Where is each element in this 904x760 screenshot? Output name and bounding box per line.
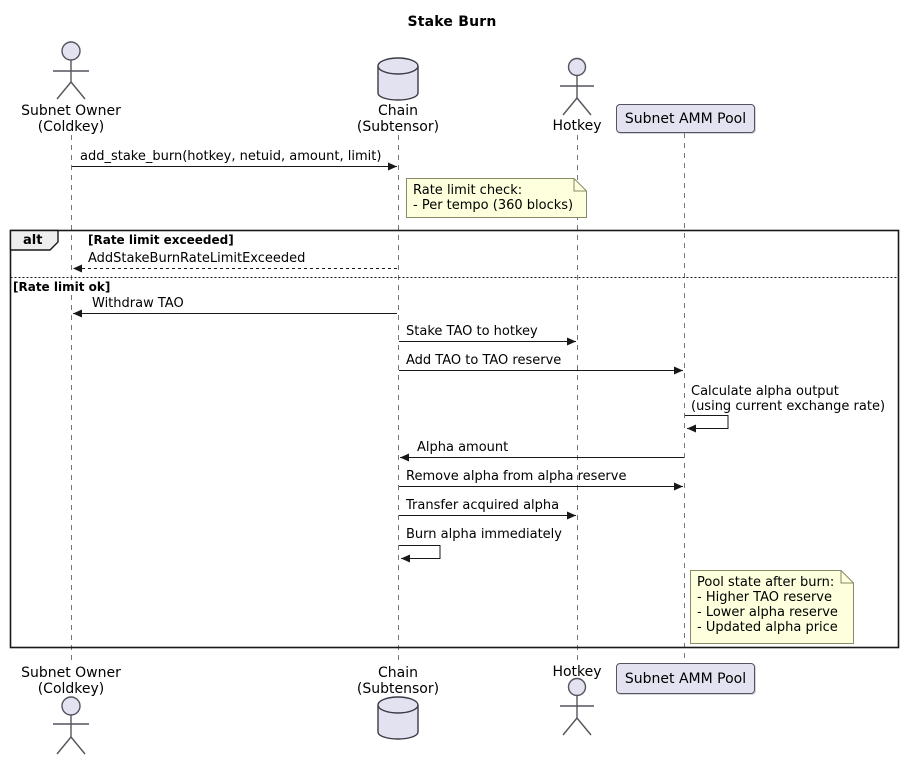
note-pool-state-text: Pool state after burn: - Higher TAO rese…	[697, 575, 838, 635]
participant-name: Chain	[378, 665, 418, 681]
message-arrows	[72, 162, 729, 563]
actor-icon-subnet-owner-top	[53, 41, 89, 100]
message-stake-tao: Stake TAO to hotkey	[406, 324, 538, 339]
participant-name: Subnet AMM Pool	[624, 670, 747, 687]
participant-name: Hotkey	[552, 664, 602, 680]
note-rate-limit-text: Rate limit check: - Per tempo (360 block…	[413, 183, 573, 213]
message-add-tao-reserve: Add TAO to TAO reserve	[406, 353, 562, 368]
participant-subname: (Subtensor)	[356, 119, 440, 135]
alt-guard-ok: [Rate limit ok]	[13, 280, 111, 294]
note-line: - Per tempo (360 blocks)	[413, 198, 574, 213]
note-rate-limit-shape	[406, 178, 587, 218]
participant-label-hotkey-bottom: Hotkey	[507, 664, 647, 680]
alt-operator-pentagon	[9, 229, 59, 251]
participant-name: Hotkey	[552, 118, 602, 134]
actor-icon-hotkey-top	[560, 57, 594, 116]
actor-icon-subnet-owner-bottom	[53, 696, 89, 755]
participant-subname: (Subtensor)	[356, 681, 440, 697]
message-alpha-amount: Alpha amount	[417, 440, 509, 455]
note-line: - Higher TAO reserve	[697, 590, 833, 605]
note-line: Rate limit check:	[413, 183, 523, 198]
participant-box-amm-pool-bottom: Subnet AMM Pool	[616, 663, 755, 694]
message-calc-alpha-line1: Calculate alpha output	[691, 384, 839, 399]
participant-label-chain-top: Chain (Subtensor)	[328, 103, 468, 135]
message-transfer-alpha: Transfer acquired alpha	[406, 498, 560, 513]
note-line: - Updated alpha price	[697, 620, 838, 635]
message-burn-alpha: Burn alpha immediately	[406, 527, 562, 542]
message-add-stake-burn: add_stake_burn(hotkey, netuid, amount, l…	[80, 149, 382, 164]
notes-shapes	[406, 178, 854, 644]
note-rate-limit-fold	[573, 178, 587, 192]
database-icon-chain-bottom	[377, 696, 419, 740]
note-pool-state-fold	[840, 570, 854, 584]
note-line: Pool state after burn:	[697, 575, 835, 590]
participant-name: Subnet AMM Pool	[624, 110, 747, 127]
alt-frame	[9, 229, 900, 649]
actor-icon-hotkey-bottom	[560, 677, 594, 736]
lifelines	[71, 133, 685, 663]
participant-name: Subnet Owner	[21, 665, 121, 681]
alt-guard-exceeded: [Rate limit exceeded]	[88, 233, 234, 247]
message-rate-limit-error: AddStakeBurnRateLimitExceeded	[88, 251, 306, 266]
arrow-calc-alpha-self	[685, 415, 729, 433]
message-withdraw-tao: Withdraw TAO	[92, 296, 184, 311]
participant-name: Chain	[378, 103, 418, 119]
participant-name: Subnet Owner	[21, 103, 121, 119]
database-icon-chain-top	[377, 57, 419, 101]
participant-label-hotkey-top: Hotkey	[507, 118, 647, 134]
participant-subname: (Coldkey)	[37, 681, 105, 697]
note-pool-state-shape	[690, 570, 854, 644]
participant-label-subnet-owner-bottom: Subnet Owner (Coldkey)	[1, 665, 141, 697]
participant-box-amm-pool-top: Subnet AMM Pool	[616, 104, 755, 133]
message-calc-alpha-line2: (using current exchange rate)	[691, 399, 886, 414]
participant-label-chain-bottom: Chain (Subtensor)	[328, 665, 468, 697]
alt-operator-label: alt	[23, 233, 43, 248]
arrow-burn-alpha-self	[399, 545, 441, 563]
message-remove-alpha: Remove alpha from alpha reserve	[406, 469, 627, 484]
note-line: - Lower alpha reserve	[697, 605, 838, 620]
participant-subname: (Coldkey)	[37, 119, 105, 135]
participant-label-subnet-owner-top: Subnet Owner (Coldkey)	[1, 103, 141, 135]
diagram-title: Stake Burn	[407, 14, 497, 30]
